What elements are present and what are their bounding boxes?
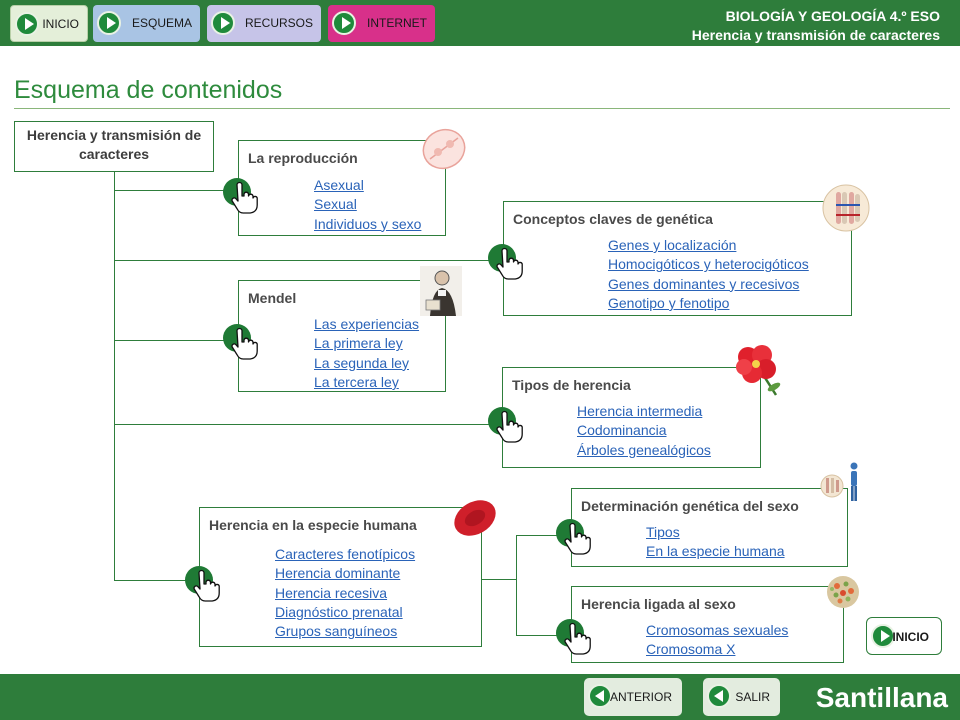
link-sexual[interactable]: Sexual	[314, 196, 357, 213]
connector-line	[516, 635, 572, 636]
link-individuos-y-sexo[interactable]: Individuos y sexo	[314, 215, 422, 232]
link-herencia-intermedia[interactable]: Herencia intermedia	[577, 403, 703, 419]
section-title: Mendel	[248, 290, 297, 306]
connector-line	[114, 424, 503, 425]
connector-line	[114, 171, 115, 581]
link-diagnostico-prenatal[interactable]: Diagnóstico prenatal	[275, 603, 403, 620]
salir-button[interactable]: SALIR	[703, 678, 780, 716]
hand-pointer-icon[interactable]	[184, 564, 224, 604]
anterior-button[interactable]: ANTERIOR	[584, 678, 682, 716]
link-grupos-sanguineos[interactable]: Grupos sanguíneos	[275, 623, 398, 640]
link-codominancia[interactable]: Codominancia	[577, 422, 667, 439]
section-title: Herencia en la especie humana	[209, 517, 417, 533]
section-title: Conceptos claves de genética	[513, 211, 713, 227]
header-unit: Herencia y transmisión de caracteres	[691, 27, 940, 43]
play-icon	[15, 12, 39, 36]
section-herencia-ligada: Herencia ligada al sexo Cromosomas sexua…	[571, 586, 844, 663]
connector-line	[516, 535, 572, 536]
link-cromosomas-sexuales[interactable]: Cromosomas sexuales	[646, 622, 789, 638]
hand-pointer-icon[interactable]	[555, 617, 595, 657]
nav-internet-button[interactable]: INTERNET	[328, 5, 435, 42]
link-asexual[interactable]: Asexual	[314, 177, 364, 193]
page-title: Esquema de contenidos	[14, 76, 283, 104]
section-tipos-herencia: Tipos de herencia Herencia intermedia Co…	[502, 367, 761, 468]
section-herencia-humana: Herencia en la especie humana Caracteres…	[199, 507, 482, 647]
play-icon	[871, 624, 895, 648]
link-genes-dominantes[interactable]: Genes dominantes y recesivos	[608, 275, 800, 292]
bottom-bar	[0, 674, 960, 720]
connector-line	[114, 260, 504, 261]
red-blood-cell-icon	[454, 500, 496, 536]
salir-label: SALIR	[735, 690, 770, 704]
hand-pointer-icon[interactable]	[222, 322, 262, 362]
nav-esquema-label: ESQUEMA	[131, 16, 192, 30]
link-caracteres-fenotipicos[interactable]: Caracteres fenotípicos	[275, 546, 416, 562]
link-primera-ley[interactable]: La primera ley	[314, 335, 403, 352]
flower-icon	[736, 345, 781, 396]
section-reproduccion: La reproducción Asexual Sexual Individuo…	[238, 140, 446, 236]
link-herencia-dominante[interactable]: Herencia dominante	[275, 565, 401, 582]
connector-line	[114, 580, 200, 581]
link-homocigoticos[interactable]: Homocigóticos y heterocigóticos	[608, 256, 809, 273]
connector-line	[516, 535, 517, 636]
play-icon	[211, 11, 235, 35]
chromosomes-icon	[822, 184, 870, 232]
section-mendel: Mendel Las experiencias La primera ley L…	[238, 280, 446, 392]
link-tipos[interactable]: Tipos	[646, 524, 680, 540]
section-title: Determinación genética del sexo	[581, 498, 799, 514]
hand-pointer-icon[interactable]	[487, 242, 527, 282]
link-genotipo-fenotipo[interactable]: Genotipo y fenotipo	[608, 294, 730, 311]
section-conceptos: Conceptos claves de genética Genes y loc…	[503, 201, 852, 316]
link-experiencias[interactable]: Las experiencias	[314, 316, 420, 332]
header-title: BIOLOGÍA Y GEOLOGÍA 4.º ESO Herencia y t…	[692, 7, 940, 45]
connector-line	[114, 340, 239, 341]
link-tercera-ley[interactable]: La tercera ley	[314, 373, 399, 390]
play-icon	[332, 11, 356, 35]
link-cromosoma-x[interactable]: Cromosoma X	[646, 641, 736, 658]
link-herencia-recesiva[interactable]: Herencia recesiva	[275, 584, 388, 601]
santillana-logo: Santillana	[815, 682, 948, 713]
back-arrow-icon	[707, 684, 731, 708]
section-determinacion-sexo: Determinación genética del sexo Tipos En…	[571, 488, 848, 567]
color-blindness-test-icon	[827, 576, 859, 608]
top-bar: INICIO ESQUEMA RECURSOS INTERNET BIOLOGÍ…	[0, 0, 960, 46]
connector-line	[114, 190, 239, 191]
nav-inicio-button[interactable]: INICIO	[10, 5, 88, 42]
connector-line	[481, 579, 517, 580]
nav-esquema-button[interactable]: ESQUEMA	[93, 5, 200, 42]
inicio-button-label: INICIO	[892, 630, 929, 644]
nav-inicio-label: INICIO	[42, 17, 79, 31]
inicio-button[interactable]: INICIO	[866, 617, 942, 655]
section-title: La reproducción	[248, 150, 358, 166]
nav-internet-label: INTERNET	[367, 16, 427, 30]
section-title: Herencia ligada al sexo	[581, 596, 736, 612]
root-topic-box: Herencia y transmisión de caracteres	[14, 121, 214, 172]
title-divider	[14, 108, 950, 109]
back-arrow-icon	[588, 684, 612, 708]
mendel-portrait-icon	[420, 266, 462, 316]
hand-pointer-icon[interactable]	[487, 405, 527, 445]
link-especie-humana[interactable]: En la especie humana	[646, 543, 785, 560]
anterior-label: ANTERIOR	[609, 690, 672, 704]
section-title: Tipos de herencia	[512, 377, 631, 393]
human-chromosome-icon	[820, 462, 858, 501]
nav-recursos-button[interactable]: RECURSOS	[207, 5, 321, 42]
header-subject: BIOLOGÍA Y GEOLOGÍA 4.º ESO	[725, 8, 940, 24]
link-segunda-ley[interactable]: La segunda ley	[314, 354, 409, 371]
hand-pointer-icon[interactable]	[222, 176, 262, 216]
nav-recursos-label: RECURSOS	[244, 16, 313, 30]
link-arboles-genealogicos[interactable]: Árboles genealógicos	[577, 441, 711, 458]
root-topic-title: Herencia y transmisión de caracteres	[26, 127, 202, 162]
hand-pointer-icon[interactable]	[555, 517, 595, 557]
cell-illustration-icon	[422, 128, 466, 170]
link-genes-localizacion[interactable]: Genes y localización	[608, 237, 737, 253]
play-icon	[97, 11, 121, 35]
